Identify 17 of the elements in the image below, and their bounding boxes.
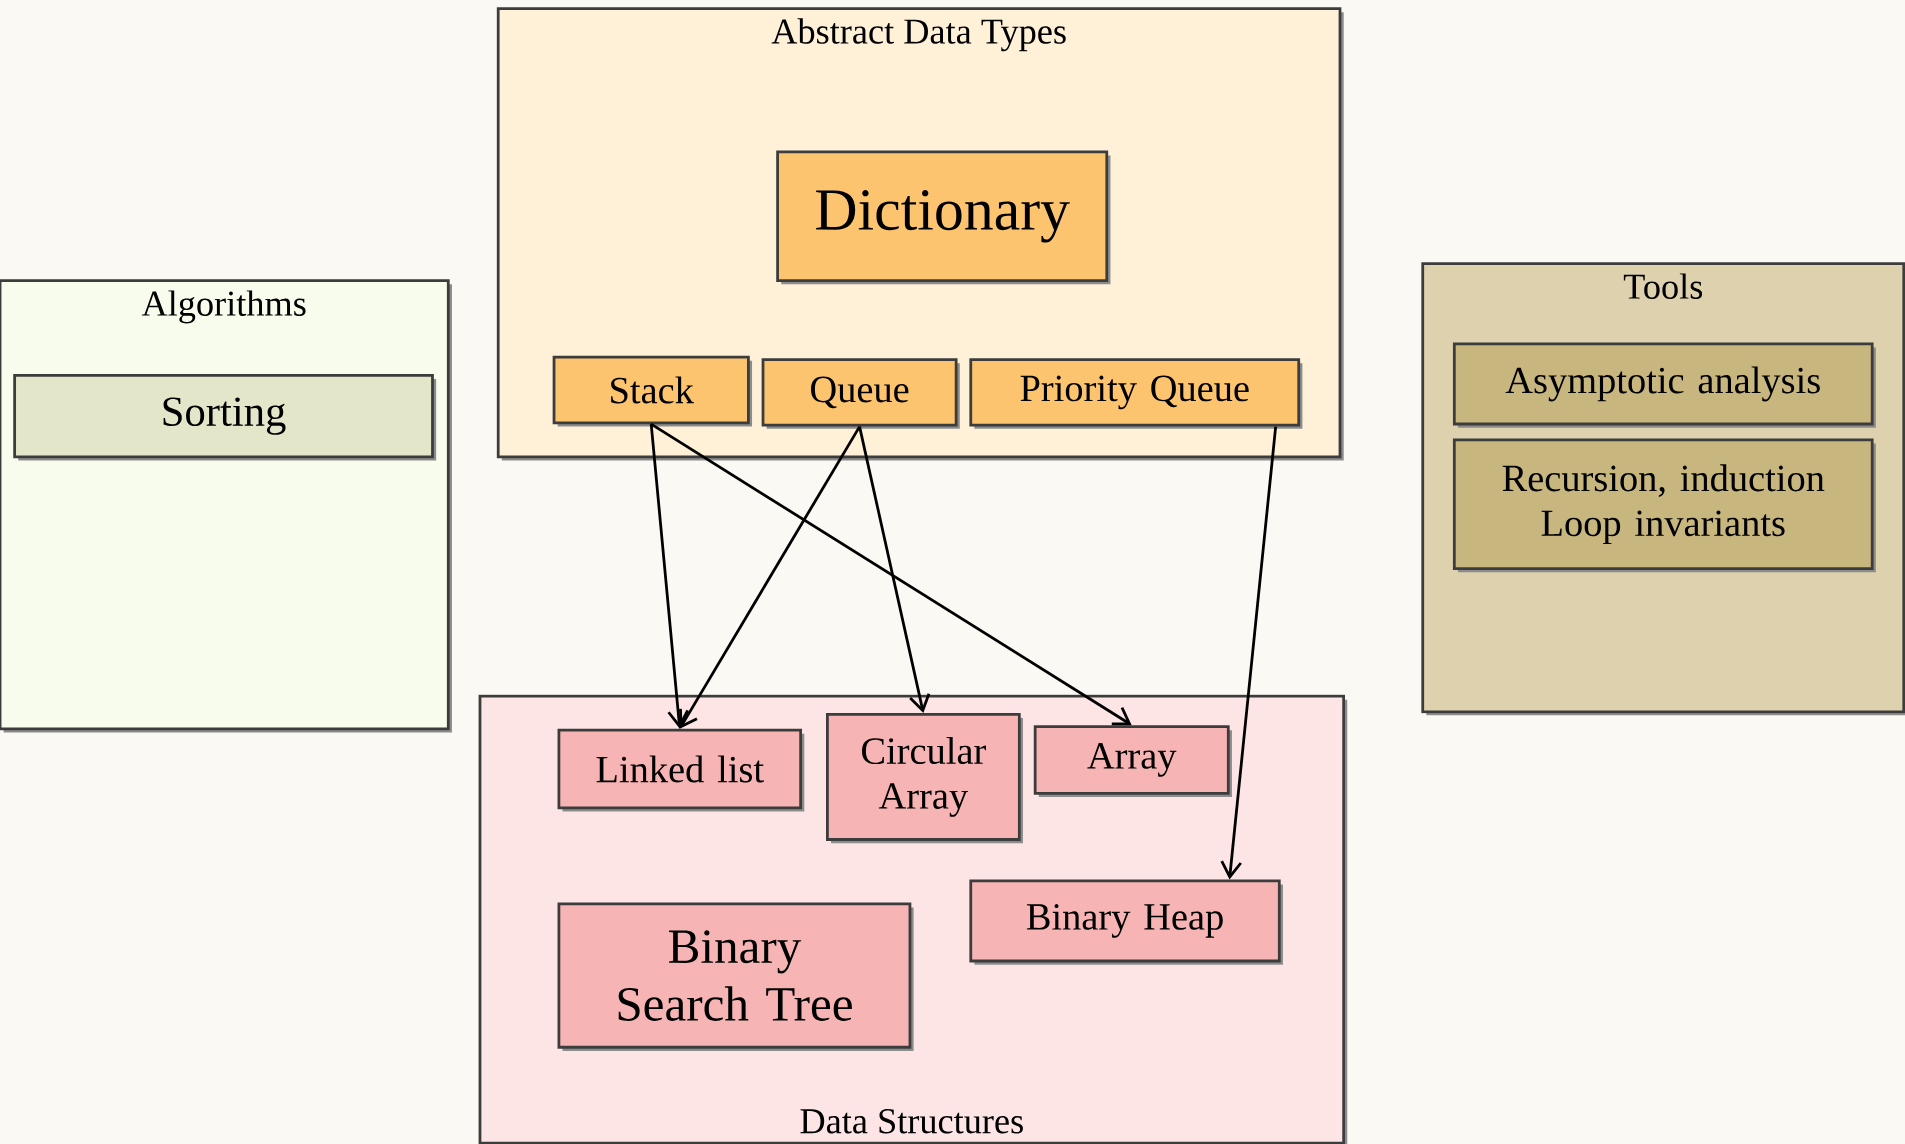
box: Priority Queue	[969, 358, 1303, 429]
box: Dictionary	[776, 150, 1111, 285]
box: Stack	[552, 355, 753, 427]
box: Binary Search Tree	[557, 902, 914, 1051]
box: Recursion, induction Loop invariants	[1452, 438, 1876, 572]
box: Asymptotic analysis	[1452, 342, 1876, 428]
box: Binary Heap	[969, 879, 1283, 965]
arrow	[649, 423, 689, 729]
box: Queue	[761, 358, 960, 429]
box: Array	[1033, 724, 1232, 797]
box: Sorting	[13, 373, 437, 461]
arrow	[1220, 426, 1278, 880]
arrow	[858, 426, 931, 713]
box: Linked list	[557, 728, 805, 812]
box: Circular Array	[826, 712, 1023, 843]
arrow	[650, 422, 1132, 726]
arrow	[679, 425, 861, 729]
